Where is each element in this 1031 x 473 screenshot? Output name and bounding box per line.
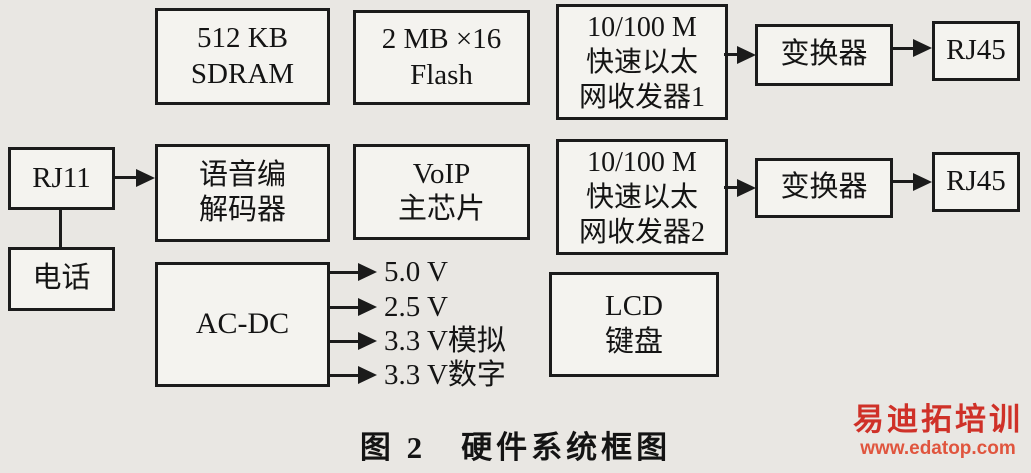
arrow-line (328, 374, 360, 377)
box-codec-line1: 语音编 (198, 158, 286, 191)
arrowhead-icon (737, 46, 756, 64)
power-label-2v5: 2.5 V (384, 291, 448, 323)
box-converter-1: 变换器 (755, 24, 893, 86)
box-flash: 2 MB ×16 Flash (353, 10, 530, 105)
box-lcd-line2: 键盘 (604, 325, 663, 358)
arrow-line (112, 176, 138, 179)
arrow-line (890, 180, 916, 183)
arrow-line (328, 306, 360, 309)
box-converter1-label: 变换器 (780, 38, 868, 71)
arrow-line (328, 340, 360, 343)
arrowhead-icon (358, 298, 377, 316)
box-voip-line1: VoIP (412, 157, 471, 190)
box-acdc: AC-DC (155, 262, 330, 387)
arrow-line (890, 47, 916, 50)
box-rj11: RJ11 (8, 147, 115, 210)
box-voip-chip: VoIP 主芯片 (353, 144, 530, 240)
box-eth2-line2: 快速以太 (585, 181, 698, 213)
arrowhead-icon (358, 366, 377, 384)
box-phone-label: 电话 (32, 262, 91, 295)
arrowhead-icon (358, 332, 377, 350)
box-converter2-label: 变换器 (780, 171, 868, 204)
box-rj45-bottom-label: RJ45 (946, 165, 1006, 198)
watermark-url: www.edatop.com (860, 438, 1016, 459)
box-eth2-line3: 网收发器2 (578, 216, 705, 248)
box-ethernet-transceiver-1: 10/100 M 快速以太 网收发器1 (556, 4, 728, 120)
watermark: 易迪拓培训 www.edatop.com (853, 402, 1023, 460)
arrow-line (724, 53, 740, 56)
arrowhead-icon (136, 169, 155, 187)
arrowhead-icon (358, 263, 377, 281)
box-rj45-bottom: RJ45 (932, 152, 1020, 212)
box-sdram-line2: SDRAM (190, 57, 295, 90)
arrow-line (724, 186, 740, 189)
box-rj11-label: RJ11 (32, 161, 91, 194)
box-lcd-line1: LCD (605, 290, 663, 323)
figure-caption: 图 2 硬件系统框图 (359, 430, 672, 465)
box-rj45-top: RJ45 (932, 21, 1020, 81)
box-eth2-line1: 10/100 M (587, 146, 697, 178)
connector-line (59, 210, 62, 247)
box-lcd-keypad: LCD 键盘 (549, 272, 719, 377)
power-label-3v3-analog: 3.3 V模拟 (384, 325, 506, 357)
box-eth1-line2: 快速以太 (585, 46, 698, 78)
watermark-title: 易迪拓培训 (853, 402, 1023, 437)
box-flash-line2: Flash (410, 58, 473, 91)
power-label-3v3-digital: 3.3 V数字 (384, 359, 506, 391)
box-voip-line2: 主芯片 (397, 193, 485, 225)
box-ethernet-transceiver-2: 10/100 M 快速以太 网收发器2 (556, 139, 728, 255)
box-acdc-label: AC-DC (195, 307, 290, 341)
box-eth1-line3: 网收发器1 (578, 81, 705, 113)
box-flash-line1: 2 MB ×16 (381, 23, 502, 56)
box-eth1-line1: 10/100 M (587, 11, 697, 43)
box-sdram: 512 KB SDRAM (155, 8, 330, 105)
arrow-line (328, 271, 360, 274)
arrowhead-icon (737, 179, 756, 197)
box-voice-codec: 语音编 解码器 (155, 144, 330, 242)
power-label-5v: 5.0 V (384, 256, 448, 288)
box-phone: 电话 (8, 247, 115, 311)
box-sdram-line1: 512 KB (196, 22, 289, 55)
box-converter-2: 变换器 (755, 158, 893, 218)
box-codec-line2: 解码器 (198, 194, 286, 226)
arrowhead-icon (913, 39, 932, 57)
arrowhead-icon (913, 173, 932, 191)
box-rj45-top-label: RJ45 (946, 34, 1006, 67)
